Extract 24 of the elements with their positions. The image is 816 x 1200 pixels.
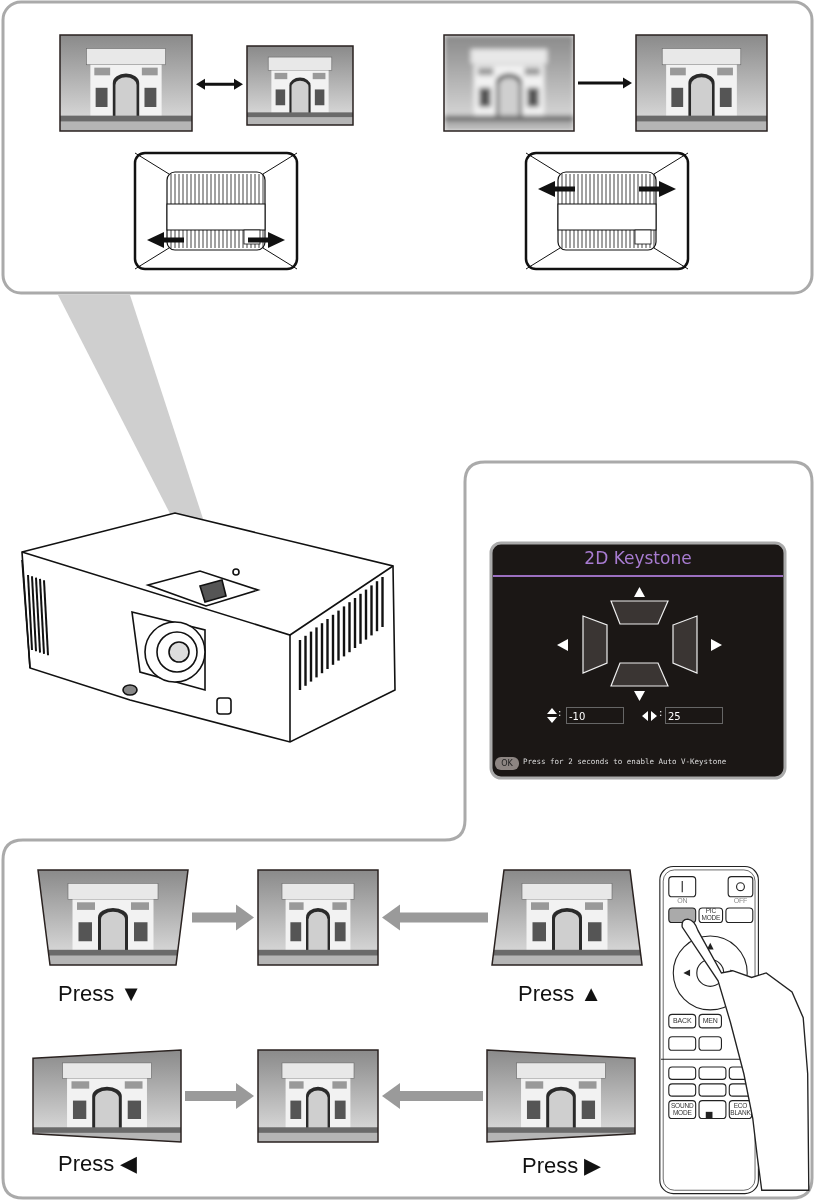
photo-placeholder <box>444 35 574 131</box>
arrow <box>192 904 254 931</box>
arrow <box>382 1083 483 1109</box>
photo-placeholder <box>636 35 767 131</box>
value-field: 25 <box>665 707 723 724</box>
colon-text: : <box>659 708 663 719</box>
arrow <box>185 1083 254 1109</box>
arrow <box>382 904 488 931</box>
instruction-text: Press ▼ <box>58 982 143 1007</box>
instruction-text: Press ◀ <box>58 1152 138 1177</box>
value-field: -10 <box>566 707 624 724</box>
photo-placeholder <box>247 46 353 125</box>
photo-placeholder <box>487 1050 635 1142</box>
menu-title: 2D Keystone <box>583 550 693 568</box>
photo-placeholder <box>60 35 192 131</box>
colon-text: : <box>558 708 562 719</box>
instruction-text: Press ▲ <box>518 982 603 1007</box>
photo-placeholder <box>258 870 378 965</box>
arrow <box>578 77 632 89</box>
arrow <box>196 78 243 90</box>
photo-placeholder <box>258 1050 378 1142</box>
photo-placeholder <box>33 1050 181 1142</box>
instruction-text: Press ▶ <box>522 1154 602 1179</box>
ok-button: OK <box>495 757 519 770</box>
